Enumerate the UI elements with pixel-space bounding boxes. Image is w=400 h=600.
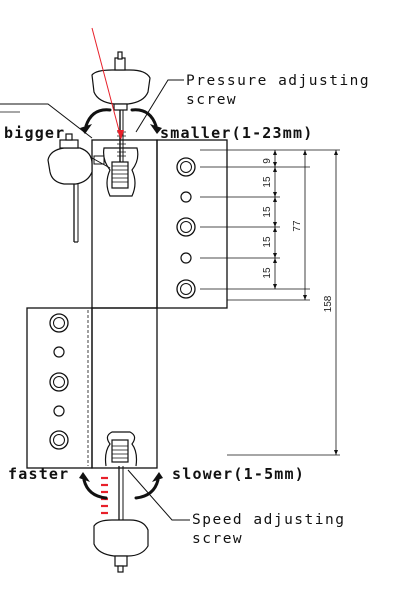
screw-hole [176,217,196,237]
dim-15-b: 15 [262,206,273,218]
screw-hole [176,157,196,177]
rotation-arrows-upper [84,108,158,128]
speed-leader-line [127,469,190,521]
lower-adjust-key [93,519,149,573]
pressure-label-line1: Pressure adjusting [186,73,370,89]
screw-hole [49,313,69,333]
screw-hole [53,346,65,358]
dim-15-d: 15 [262,267,273,279]
dim-15-c: 15 [262,236,273,248]
arrowhead-slower-icon [152,472,163,482]
dim-77: 77 [292,220,303,232]
pointer-arrowhead-icon [117,130,124,140]
dim-158: 158 [323,295,334,312]
screw-hole [176,279,196,299]
screw-hole [53,405,65,417]
screw-hole [49,372,69,392]
dimension-lines [200,149,340,456]
dim-15-a: 15 [262,176,273,188]
arrowhead-faster-icon [79,472,90,482]
lower-leaf [26,307,158,469]
top-left-leader [0,103,93,139]
speed-label-line2: screw [192,531,243,547]
arrowhead-right-icon [150,124,162,134]
dim-9: 9 [262,158,273,164]
rotation-arrows-lower [82,478,160,500]
smaller-label: smaller(1-23mm) [160,124,313,142]
faster-label: faster [8,465,69,483]
upper-leaf-holes [176,157,196,299]
speed-label-line1: Speed adjusting [192,512,345,528]
upper-adjust-key [91,51,151,111]
screw-hole [180,252,192,264]
pressure-label-line2: screw [186,92,237,108]
bigger-label: bigger [4,124,65,142]
pointer-arrow [91,27,122,139]
dimension-ticks [273,150,338,455]
screw-hole [180,191,192,203]
upper-cavity [103,100,139,197]
pressure-leader-line [135,79,184,133]
speed-marks [101,476,108,515]
lower-cavity [104,431,138,520]
screw-hole [49,430,69,450]
lower-leaf-holes [49,313,69,450]
slower-label: slower(1-5mm) [172,465,305,483]
side-adjust-key [47,133,93,243]
